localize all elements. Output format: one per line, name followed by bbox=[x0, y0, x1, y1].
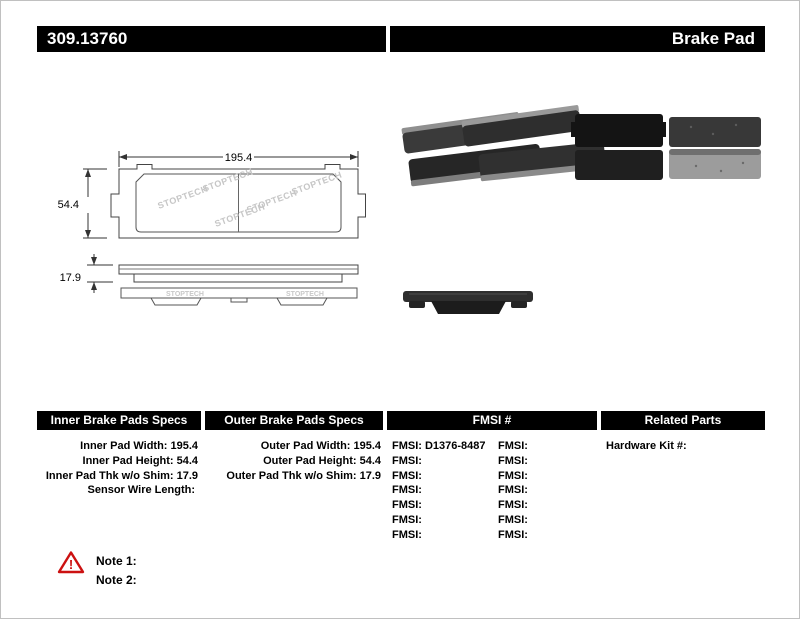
fmsi-value: D1376-8487 bbox=[424, 440, 486, 452]
fmsi-header: FMSI # bbox=[387, 411, 597, 430]
product-photo-pads-left bbox=[401, 105, 607, 187]
part-number: 309.13760 bbox=[37, 26, 386, 52]
brand-watermark: STOPTECH bbox=[166, 291, 204, 298]
brand-watermark: STOPTECH bbox=[201, 166, 254, 193]
spec-label: Outer Pad Width: bbox=[260, 440, 351, 452]
spec-row: Outer Pad Height:54.4 bbox=[205, 454, 381, 469]
front-view-drawing: STOPTECH STOPTECH STOPTECH STOPTECH STOP… bbox=[110, 164, 366, 239]
fmsi-label: FMSI: bbox=[392, 484, 422, 497]
fmsi-row: FMSI: bbox=[498, 439, 531, 454]
thickness-dim-label: 17.9 bbox=[60, 272, 81, 284]
fmsi-row: FMSI: bbox=[498, 454, 531, 469]
fmsi-label: FMSI: bbox=[498, 513, 528, 526]
fmsi-label: FMSI: bbox=[498, 454, 528, 467]
outer-specs-header: Outer Brake Pads Specs bbox=[205, 411, 383, 430]
fmsi-row: FMSI: bbox=[392, 483, 486, 498]
height-dim-label: 54.4 bbox=[58, 199, 79, 211]
brand-watermark: STOPTECH bbox=[156, 183, 209, 210]
spec-label: Sensor Wire Length: bbox=[87, 484, 195, 497]
fmsi-label: FMSI: bbox=[392, 440, 422, 452]
spec-value: 195.4 bbox=[353, 440, 381, 452]
fmsi-label: FMSI: bbox=[392, 528, 422, 541]
fmsi-label: FMSI: bbox=[392, 454, 422, 467]
spec-label: Outer Pad Height: bbox=[263, 454, 357, 467]
inner-specs-column: Inner Pad Width:195.4 Inner Pad Height:5… bbox=[37, 439, 198, 498]
bottom-view-drawing: STOPTECH STOPTECH bbox=[120, 287, 358, 306]
fmsi-label: FMSI: bbox=[392, 469, 422, 482]
fmsi-row: FMSI: bbox=[392, 454, 486, 469]
fmsi-label: FMSI: bbox=[498, 484, 528, 497]
note-1: Note 1: bbox=[96, 554, 137, 568]
fmsi-row: FMSI: bbox=[392, 469, 486, 484]
fmsi-row: FMSI: bbox=[498, 469, 531, 484]
height-dimension: 54.4 bbox=[58, 168, 107, 239]
fmsi-column-2: FMSI: FMSI: FMSI: FMSI: FMSI: FMSI: FMSI… bbox=[498, 439, 531, 543]
spec-value: 54.4 bbox=[176, 454, 198, 467]
related-parts-column: Hardware Kit #: bbox=[606, 439, 690, 454]
product-photo-pad-edge bbox=[403, 291, 533, 314]
brand-watermark: STOPTECH bbox=[290, 169, 343, 196]
spec-value: 17.9 bbox=[359, 469, 381, 482]
related-parts-header: Related Parts bbox=[601, 411, 765, 430]
warning-glyph: ! bbox=[69, 557, 73, 572]
product-photo-pads-right bbox=[571, 114, 761, 180]
warning-icon: ! bbox=[57, 551, 85, 574]
fmsi-row: FMSI:D1376-8487 bbox=[392, 439, 486, 454]
fmsi-column-1: FMSI:D1376-8487 FMSI: FMSI: FMSI: FMSI: … bbox=[392, 439, 486, 543]
spec-value: 195.4 bbox=[170, 440, 198, 452]
spec-label: Hardware Kit #: bbox=[606, 440, 687, 452]
side-view-drawing bbox=[118, 264, 359, 283]
spec-row: Inner Pad Thk w/o Shim:17.9 bbox=[37, 469, 198, 484]
fmsi-label: FMSI: bbox=[498, 440, 528, 452]
fmsi-label: FMSI: bbox=[498, 528, 528, 541]
note-2: Note 2: bbox=[96, 573, 137, 587]
fmsi-row: FMSI: bbox=[498, 513, 531, 528]
spec-row: Inner Pad Height:54.4 bbox=[37, 454, 198, 469]
width-dimension: 195.4 bbox=[118, 151, 359, 167]
spec-label: Outer Pad Thk w/o Shim: bbox=[226, 469, 357, 482]
spec-label: Inner Pad Height: bbox=[82, 454, 174, 467]
spec-value: 54.4 bbox=[359, 454, 381, 467]
fmsi-row: FMSI: bbox=[392, 498, 486, 513]
brand-watermark: STOPTECH bbox=[213, 201, 266, 228]
outer-specs-column: Outer Pad Width:195.4 Outer Pad Height:5… bbox=[205, 439, 381, 483]
spec-label: Inner Pad Thk w/o Shim: bbox=[45, 469, 174, 482]
spec-row: Inner Pad Width:195.4 bbox=[37, 439, 198, 454]
fmsi-label: FMSI: bbox=[498, 499, 528, 512]
page-title: Brake Pad bbox=[390, 26, 765, 52]
spec-row: Outer Pad Width:195.4 bbox=[205, 439, 381, 454]
fmsi-label: FMSI: bbox=[498, 469, 528, 482]
fmsi-row: FMSI: bbox=[392, 513, 486, 528]
fmsi-row: FMSI: bbox=[498, 483, 531, 498]
brand-watermark: STOPTECH bbox=[245, 187, 298, 214]
fmsi-row: FMSI: bbox=[392, 528, 486, 543]
spec-value: 17.9 bbox=[176, 469, 198, 482]
brand-watermark: STOPTECH bbox=[286, 291, 324, 298]
fmsi-label: FMSI: bbox=[392, 499, 422, 512]
spec-row: Sensor Wire Length: bbox=[37, 483, 198, 498]
fmsi-row: FMSI: bbox=[498, 528, 531, 543]
spec-row: Hardware Kit #: bbox=[606, 439, 690, 454]
fmsi-label: FMSI: bbox=[392, 513, 422, 526]
thickness-dimension: 17.9 bbox=[60, 254, 113, 293]
fmsi-row: FMSI: bbox=[498, 498, 531, 513]
inner-specs-header: Inner Brake Pads Specs bbox=[37, 411, 201, 430]
spec-row: Outer Pad Thk w/o Shim:17.9 bbox=[205, 469, 381, 484]
spec-label: Inner Pad Width: bbox=[80, 440, 168, 452]
width-dim-label: 195.4 bbox=[225, 152, 253, 164]
